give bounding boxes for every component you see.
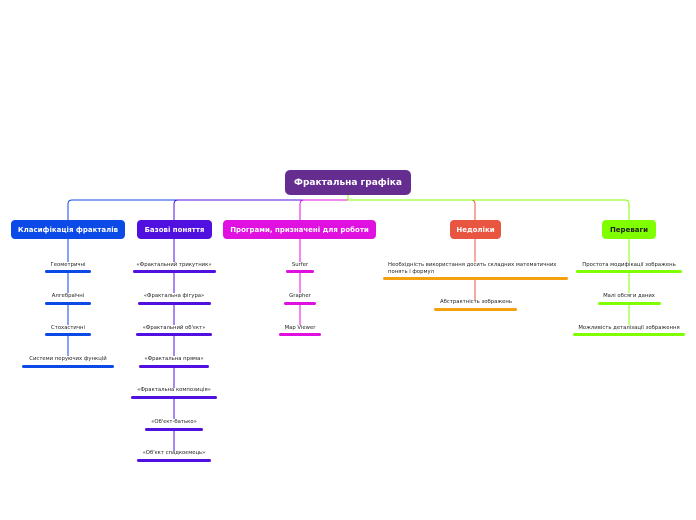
- topic-item[interactable]: «Фрактальна пряма»: [130, 356, 218, 363]
- topic-underline: [22, 365, 114, 368]
- topic-label: Map Viewer: [284, 325, 316, 331]
- topic-underline: [383, 277, 568, 280]
- topic-underline: [286, 270, 314, 273]
- branch-disadvantages[interactable]: Недоліки: [450, 220, 501, 239]
- branch-connector: [347, 195, 476, 220]
- branch-label: Переваги: [609, 225, 649, 234]
- topic-underline: [284, 302, 316, 305]
- topic-underline: [139, 365, 209, 368]
- branch-basic-concepts[interactable]: Базові поняття: [137, 220, 212, 239]
- topic-underline: [138, 302, 211, 305]
- topic-label: Можливість деталізації зображення: [578, 325, 680, 331]
- topic-label: Простота модифікації зображень: [582, 262, 676, 268]
- branch-label: Програми, призначені для роботи: [230, 225, 369, 234]
- topic-label: «Фрактальна фігура»: [143, 293, 205, 299]
- topic-item[interactable]: «Об'єкт-батько»: [130, 419, 218, 426]
- branch-connector: [173, 195, 349, 220]
- topic-underline: [573, 333, 685, 336]
- topic-item[interactable]: «Об'єкт спадкоємець»: [130, 450, 218, 457]
- root-label: Фрактальна графіка: [294, 177, 402, 188]
- topic-label: «Фрактальна пряма»: [144, 356, 204, 362]
- topic-label: Малі обсяги даних: [603, 293, 655, 299]
- topic-item[interactable]: Алгебраїчні: [35, 293, 101, 300]
- topic-item[interactable]: Системи перуючих функцій: [22, 356, 114, 363]
- branch-programs[interactable]: Програми, призначені для роботи: [223, 220, 376, 239]
- topic-underline: [145, 428, 203, 431]
- topic-underline: [45, 270, 91, 273]
- branch-label: Недоліки: [456, 225, 495, 234]
- topic-underline: [131, 396, 217, 399]
- topic-underline: [133, 270, 216, 273]
- root-node[interactable]: Фрактальна графіка: [285, 170, 411, 195]
- topic-label: «Фрактальний трикутник»: [136, 262, 212, 268]
- topic-item[interactable]: Стохастичні: [35, 325, 101, 332]
- topic-label: Абстрактність зображень: [439, 299, 513, 305]
- topic-underline: [137, 459, 211, 462]
- topic-item[interactable]: Surfer: [280, 262, 320, 269]
- topic-label: «Об'єкт-батько»: [151, 419, 197, 425]
- topic-label: Алгебраїчні: [51, 293, 85, 299]
- topic-label: Необхідність використання досить складни…: [388, 262, 557, 275]
- topic-item[interactable]: Геометричні: [35, 262, 101, 269]
- topic-item[interactable]: «Фрактальна фігура»: [130, 293, 218, 300]
- branch-connector: [299, 195, 349, 220]
- topic-label: Системи перуючих функцій: [29, 356, 107, 362]
- topic-underline: [45, 333, 91, 336]
- topic-label: «Фрактальна композиція»: [137, 387, 211, 393]
- branch-connector: [67, 195, 349, 220]
- topic-label: Grapher: [289, 293, 311, 299]
- topic-label: Геометричні: [50, 262, 86, 268]
- topic-underline: [136, 333, 212, 336]
- topic-item[interactable]: «Фрактальна композиція»: [128, 387, 220, 394]
- branch-label: Класифікація фракталів: [17, 225, 119, 234]
- topic-item[interactable]: Можливість деталізації зображення: [573, 325, 685, 332]
- topic-underline: [598, 302, 661, 305]
- topic-item[interactable]: Абстрактність зображень: [430, 299, 522, 306]
- topic-item[interactable]: Простота модифікації зображень: [576, 262, 682, 269]
- branch-label: Базові поняття: [144, 225, 205, 234]
- topic-label: «Об'єкт спадкоємець»: [142, 450, 206, 456]
- topic-item[interactable]: Map Viewer: [276, 325, 324, 332]
- branch-connector: [347, 195, 630, 220]
- branch-classification[interactable]: Класифікація фракталів: [11, 220, 125, 239]
- topic-item[interactable]: «Фрактальний об'єкт»: [130, 325, 218, 332]
- topic-label: Стохастичні: [51, 325, 85, 331]
- topic-item[interactable]: Необхідність використання досить складни…: [388, 262, 566, 276]
- branch-advantages[interactable]: Переваги: [602, 220, 656, 239]
- topic-item[interactable]: Малі обсяги даних: [596, 293, 662, 300]
- topic-underline: [279, 333, 321, 336]
- topic-label: Surfer: [291, 262, 309, 268]
- topic-underline: [576, 270, 682, 273]
- topic-item[interactable]: Grapher: [280, 293, 320, 300]
- topic-label: «Фрактальний об'єкт»: [142, 325, 206, 331]
- topic-underline: [434, 308, 517, 311]
- topic-item[interactable]: «Фрактальний трикутник»: [130, 262, 218, 269]
- topic-underline: [45, 302, 91, 305]
